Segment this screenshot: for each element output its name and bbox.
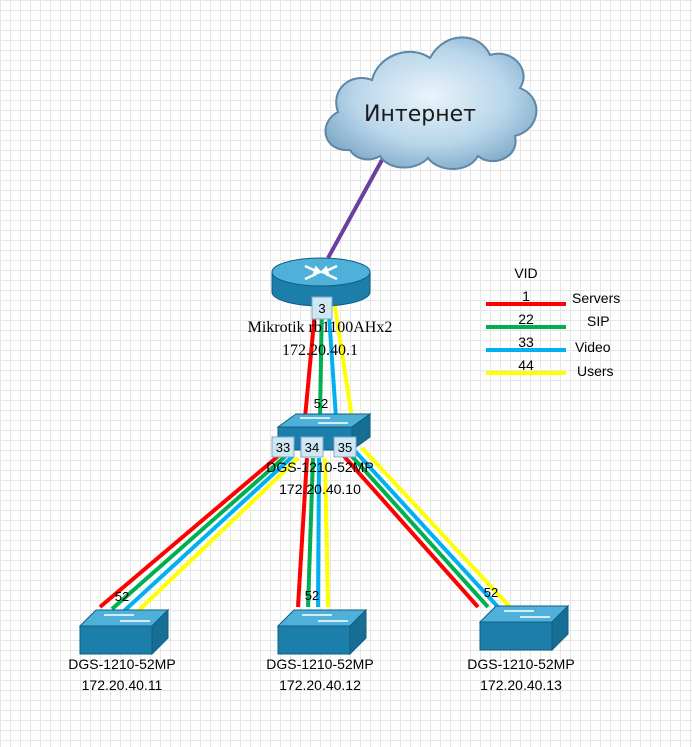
router-icon <box>271 257 371 320</box>
legend-vid: 22 <box>518 311 534 327</box>
access-uplink-port-label: 52 <box>305 588 319 603</box>
vlan-legend: VID 1 Servers 22 SIP 33 Video 44 Users <box>486 265 620 379</box>
access-switch-icon <box>276 608 368 656</box>
access-switch-name: DGS-1210-52MP <box>266 656 373 672</box>
legend-name: Servers <box>572 290 620 306</box>
cloud-label: Интернет <box>364 102 476 127</box>
access-uplink-port-label: 52 <box>484 585 498 600</box>
legend-vid: 1 <box>522 288 530 304</box>
core-switch-ip: 172.20.40.10 <box>279 481 361 497</box>
legend-name: SIP <box>587 313 610 329</box>
core-port-label: 35 <box>338 440 352 455</box>
internet-cloud: Интернет <box>324 36 538 170</box>
internet-link <box>326 159 384 259</box>
core-switch-icon <box>271 413 372 458</box>
trunk-to-access-3 <box>340 446 512 609</box>
legend-vid: 33 <box>518 334 534 350</box>
router-port-label: 3 <box>318 301 325 316</box>
access-switch-icon <box>478 604 570 652</box>
legend-vid: 44 <box>518 357 534 373</box>
core-port-label: 34 <box>305 440 319 455</box>
core-switch-name: DGS-1210-52MP <box>266 459 373 475</box>
access-switch-name: DGS-1210-52MP <box>68 656 175 672</box>
access-switch-name: DGS-1210-52MP <box>467 656 574 672</box>
trunk-to-access-2 <box>296 457 330 608</box>
router-ip: 172.20.40.1 <box>282 342 358 359</box>
legend-name: Video <box>575 339 611 355</box>
access-switch-ip: 172.20.40.11 <box>82 677 163 693</box>
trunk-to-access-1 <box>98 450 300 615</box>
core-port-label: 33 <box>276 440 290 455</box>
access-switch-ip: 172.20.40.12 <box>279 677 361 693</box>
core-uplink-port-label: 52 <box>314 396 328 411</box>
legend-title: VID <box>514 265 537 281</box>
access-uplink-port-label: 52 <box>115 589 129 604</box>
router-name: Mikrotik rb1100AHx2 <box>248 319 393 336</box>
router-core-trunk <box>303 299 354 419</box>
legend-name: Users <box>577 363 614 379</box>
access-switch-ip: 172.20.40.13 <box>480 677 562 693</box>
access-switch-icon <box>78 608 170 656</box>
